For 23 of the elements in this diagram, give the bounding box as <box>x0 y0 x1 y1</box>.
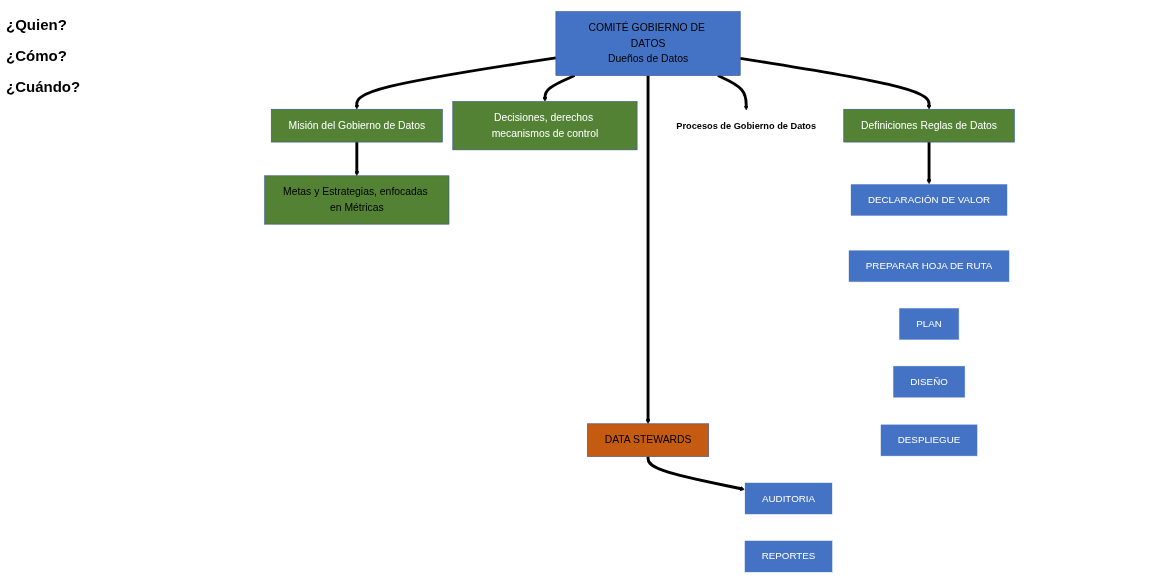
node-box: COMITÉ GOBIERNO DE DATOS Dueños de Datos <box>555 10 741 76</box>
node-box: AUDITORIA <box>744 481 833 515</box>
node-box: DECLARACIÓN DE VALOR <box>850 183 1008 216</box>
node-box: DISEÑO <box>892 365 966 398</box>
node-box: Decisiones, derechos mecanismos de control <box>452 100 638 150</box>
node-box: Metas y Estrategias, enfocadas en Métricas <box>264 175 450 224</box>
arrow <box>645 75 651 424</box>
question-label: ¿Cuándo? <box>6 78 82 95</box>
arrow <box>354 141 360 176</box>
arrow <box>646 456 745 491</box>
question-label: ¿Quien? <box>6 16 68 33</box>
node-box: REPORTES <box>744 539 833 573</box>
node-box: Misión del Gobierno de Datos <box>270 108 443 142</box>
node-box: DESPLIEGUE <box>880 423 978 456</box>
arrow <box>926 141 932 184</box>
node-box: DATA STEWARDS <box>587 422 710 457</box>
arrow <box>354 55 557 109</box>
question-label: ¿Cómo? <box>6 47 68 64</box>
node-text: Procesos de Gobierno de Datos <box>676 119 817 130</box>
arrow <box>740 56 932 109</box>
node-box: PLAN <box>898 307 960 340</box>
node-box: PREPARAR HOJA DE RUTA <box>848 249 1010 282</box>
node-box: Definiciones Reglas de Datos <box>843 108 1015 142</box>
